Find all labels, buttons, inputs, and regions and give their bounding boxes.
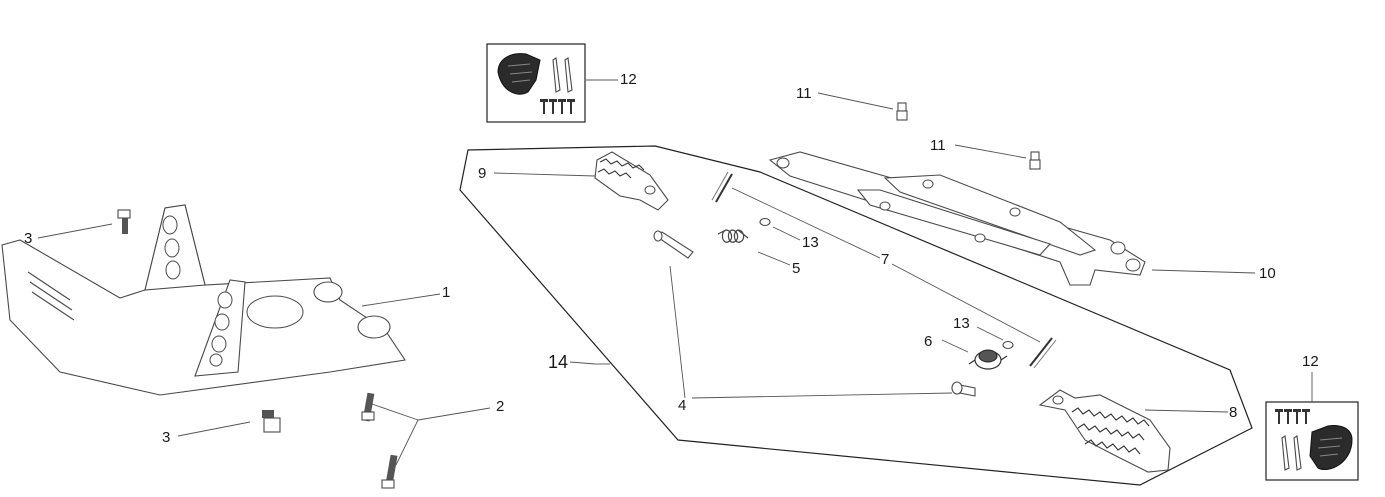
long-bolt-lower: [381, 454, 398, 489]
skid-plate: [1, 204, 406, 396]
pivot-pin: [653, 230, 694, 259]
callout-return-spring-right: 6: [924, 333, 933, 350]
callout-long-bolt: 2: [496, 398, 505, 415]
flange-bolt-bottom: [262, 410, 281, 433]
kit-box-top: [486, 43, 586, 123]
callout-kit-box-top: 12: [620, 71, 637, 88]
callout-flange-bolt-bottom: 3: [162, 429, 171, 446]
return-spring: [717, 229, 749, 243]
callout-bracket-bolt-1: 11: [796, 85, 812, 102]
long-bolt-upper: [361, 392, 375, 422]
washer-upper: [759, 217, 771, 227]
pivot-pin-lower: [951, 381, 976, 397]
kit-box-bottom: [1265, 401, 1359, 481]
callout-bracket-bolt-2: 11: [930, 137, 946, 154]
callout-footpeg-right: 8: [1229, 404, 1238, 421]
bracket-bolt-2: [1029, 151, 1041, 170]
callout-footpeg-left: 9: [478, 165, 487, 182]
footpeg-assembly-outline: [459, 145, 1253, 486]
callout-skid-plate: 1: [442, 284, 451, 301]
bracket-bolt-1: [896, 102, 908, 121]
callout-footpeg-bracket: 10: [1259, 265, 1276, 282]
cotter-pin-lower: [1029, 337, 1057, 369]
cotter-pin-upper: [711, 171, 733, 203]
callout-cotter-pin: 7: [881, 251, 890, 268]
callout-pivot-pin: 4: [678, 397, 687, 414]
callout-return-spring: 5: [792, 260, 801, 277]
return-spring-right: [968, 349, 1008, 370]
washer-lower: [1002, 340, 1014, 350]
footpeg-right: [1038, 389, 1171, 473]
flange-bolt-top: [117, 209, 131, 234]
callout-washer-upper: 13: [802, 234, 819, 251]
callout-washer-lower: 13: [953, 315, 970, 332]
callout-kit-box-bottom: 12: [1302, 353, 1319, 370]
callout-flange-bolt-top: 3: [24, 230, 33, 247]
footpeg-left: [594, 151, 669, 211]
footpeg-bracket: [768, 151, 1146, 286]
leader-lines: [37, 79, 1313, 466]
callout-footpeg-assembly: 14: [548, 352, 569, 372]
